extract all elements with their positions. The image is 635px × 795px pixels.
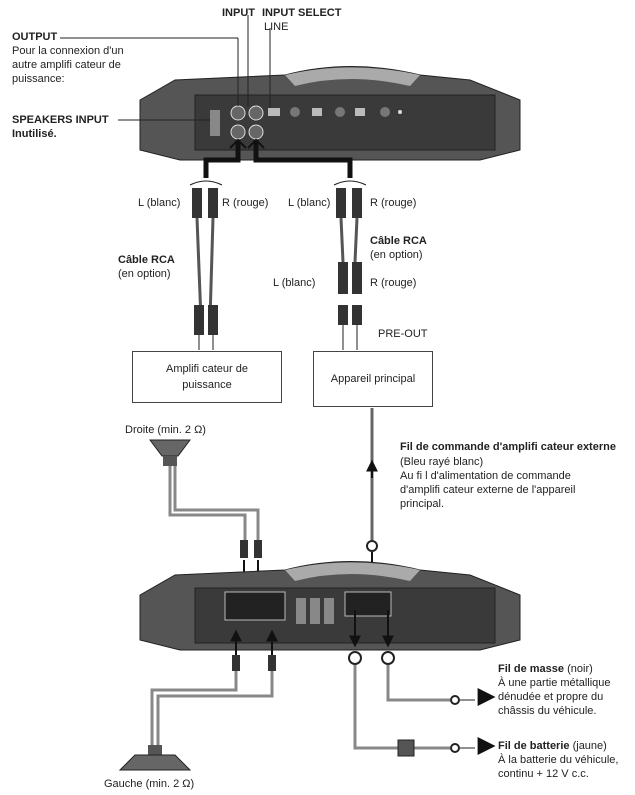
- ring-terminal-icon: [348, 651, 362, 665]
- input-select-label: INPUT SELECT: [262, 7, 342, 19]
- remote-desc-2: Au fi l d'alimentation de commande: [400, 470, 571, 482]
- input-label: INPUT: [222, 7, 255, 19]
- remote-desc-3: d'amplifi cateur externe de l'appareil: [400, 484, 576, 496]
- line-label: LINE: [264, 21, 289, 33]
- speaker-icon: [149, 439, 191, 466]
- amplifier-box: Amplifi cateur de puissance: [132, 351, 282, 403]
- right-speaker-label: Droite (min. 2 Ω): [125, 424, 206, 436]
- head-unit-box: Appareil principal: [313, 351, 433, 407]
- amplifier-box-line-1: Amplifi cateur de: [166, 363, 248, 375]
- pre-l-white: L (blanc): [273, 277, 316, 289]
- output-desc-2: autre amplifi cateur de: [12, 59, 121, 71]
- remote-desc-1: (Bleu rayé blanc): [400, 456, 484, 468]
- battery-desc-1: À la batterie du véhicule,: [498, 754, 619, 766]
- ground-color: (noir): [564, 663, 593, 675]
- left-l-white: L (blanc): [138, 197, 181, 209]
- pre-out-label: PRE-OUT: [378, 328, 428, 340]
- unused-label: Inutilisé.: [12, 128, 57, 140]
- right-rca-cable: Câble RCA: [370, 235, 427, 247]
- ring-terminal-icon: [366, 540, 378, 552]
- fuse-icon: [397, 739, 415, 757]
- left-r-red: R (rouge): [222, 197, 269, 209]
- rca-plug-icon: [336, 188, 362, 350]
- speakers-input-label: SPEAKERS INPUT: [12, 114, 109, 126]
- top-amplifier-icon: [139, 66, 521, 161]
- ground-desc-1: À une partie métallique: [498, 677, 611, 689]
- battery-title: Fil de batterie: [498, 740, 570, 752]
- right-r-red: R (rouge): [370, 197, 417, 209]
- pre-r-red: R (rouge): [370, 277, 417, 289]
- ground-wire-title: Fil de masse (noir): [498, 662, 593, 676]
- remote-wire-title: Fil de commande d'amplifi cateur externe: [400, 441, 616, 453]
- left-rca-cable: Câble RCA: [118, 254, 175, 266]
- output-desc-3: puissance:: [12, 73, 65, 85]
- remote-desc-4: principal.: [400, 498, 445, 510]
- bottom-amplifier-icon: [139, 561, 521, 651]
- ground-desc-2: dénudée et propre du: [498, 691, 604, 703]
- left-optional: (en option): [118, 268, 171, 280]
- right-l-white: L (blanc): [288, 197, 331, 209]
- amplifier-box-line-2: puissance: [182, 379, 232, 391]
- battery-color: (jaune): [569, 740, 607, 752]
- ground-title: Fil de masse: [498, 663, 565, 675]
- ground-desc-3: châssis du véhicule.: [498, 705, 597, 717]
- ring-terminal-icon: [381, 651, 395, 665]
- head-unit-label: Appareil principal: [330, 373, 416, 385]
- output-desc-1: Pour la connexion d'un: [12, 45, 124, 57]
- battery-desc-2: continu + 12 V c.c.: [498, 768, 589, 780]
- speaker-icon: [118, 745, 192, 771]
- battery-wire-title: Fil de batterie (jaune): [498, 739, 607, 753]
- right-optional: (en option): [370, 249, 423, 261]
- rca-plug-icon: [192, 188, 218, 350]
- output-title: OUTPUT: [12, 31, 58, 43]
- left-speaker-label: Gauche (min. 2 Ω): [104, 778, 195, 790]
